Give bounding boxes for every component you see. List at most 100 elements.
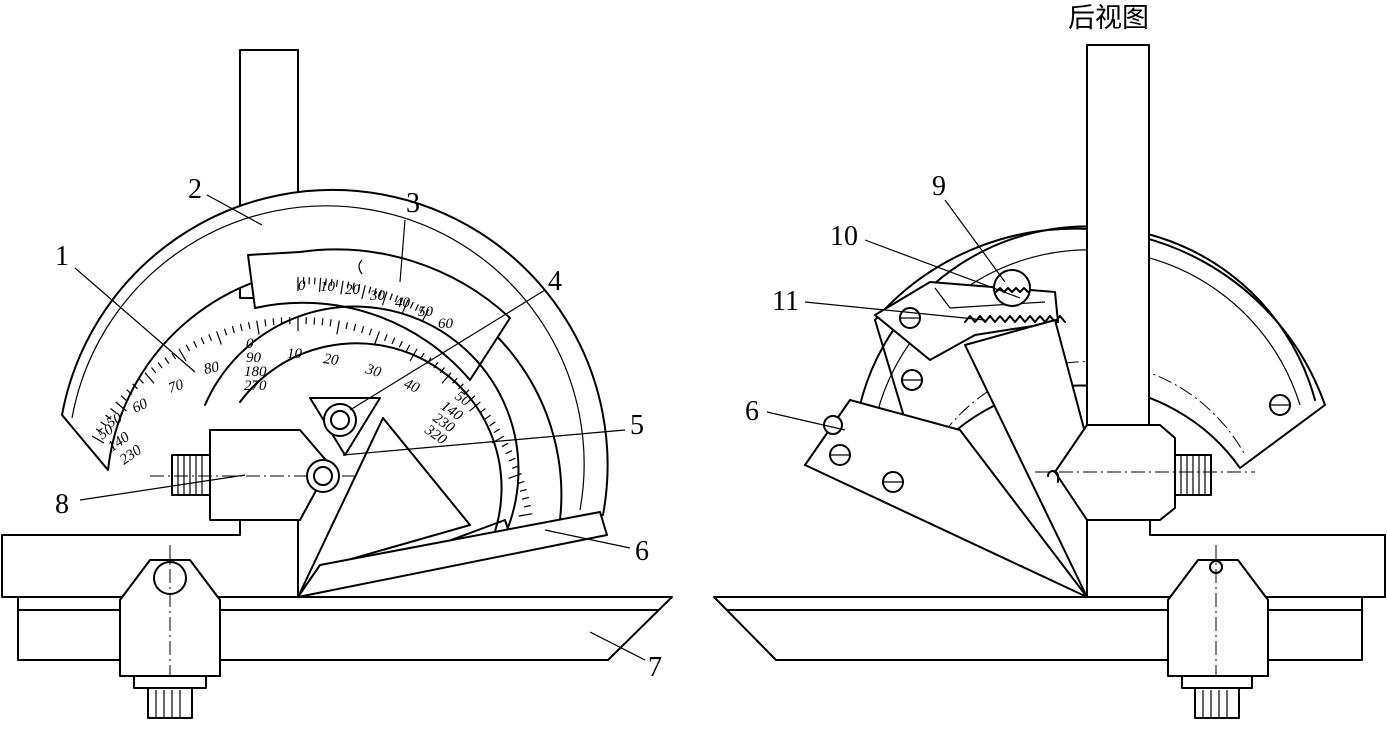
scale-tick	[523, 504, 531, 508]
scale-tick	[247, 322, 251, 330]
scale-tick	[178, 348, 187, 362]
scale-tick	[115, 401, 127, 412]
scale-tick	[100, 421, 107, 427]
straight-edge	[297, 511, 608, 598]
scale-tick	[126, 389, 133, 395]
callout-10: 10	[830, 221, 858, 252]
scale-tick	[414, 304, 419, 311]
scale-tick	[132, 383, 138, 390]
scale-tick	[321, 318, 324, 326]
view-title: 后视图	[1068, 3, 1149, 34]
back-view	[713, 44, 1386, 719]
vernier-plate	[247, 248, 511, 381]
vernier-num: 60	[438, 316, 454, 332]
scale-tick	[357, 283, 361, 291]
callout-2: 2	[188, 174, 202, 205]
scale-tick	[164, 357, 170, 364]
scale-tick	[489, 421, 496, 427]
scale-tick	[402, 299, 409, 313]
scale-tick	[346, 281, 350, 289]
scale-tick	[324, 278, 327, 286]
scale-tick	[361, 285, 366, 299]
scale-num: 10	[287, 346, 303, 362]
scale-tick	[231, 326, 235, 334]
scale-tick	[193, 340, 198, 348]
scale-num: 90	[246, 350, 262, 366]
gear-rack	[964, 315, 1066, 323]
leader-lines	[74, 194, 1021, 661]
scale-tick	[361, 326, 365, 334]
scale-tick	[368, 286, 372, 294]
scale-tick	[368, 328, 373, 336]
scale-tick	[216, 331, 222, 345]
scale-tick	[185, 344, 191, 352]
callout-5: 5	[630, 410, 644, 441]
vernier-num: 30	[369, 288, 386, 304]
scale-tick	[208, 334, 213, 342]
scale-tick	[340, 280, 344, 295]
scale-num: 270	[244, 378, 267, 394]
scale-tick	[383, 334, 388, 342]
scale-tick	[373, 288, 377, 296]
vernier-ticks	[297, 277, 430, 323]
scale-tick	[171, 352, 177, 360]
callout-8: 8	[55, 489, 69, 520]
scale-tick	[120, 395, 127, 401]
scale-num: 80	[203, 359, 221, 378]
scale-tick	[505, 450, 513, 455]
locking-block	[209, 429, 331, 521]
scale-tick	[352, 282, 355, 290]
scale-tick	[519, 488, 527, 492]
front-view	[1, 49, 673, 719]
back-straight-edge	[804, 399, 1088, 598]
scale-num: 180	[244, 364, 267, 380]
callout-6: 6	[635, 536, 649, 567]
vernier-numbers: 0 10 20 30 40 50 60	[298, 278, 454, 332]
scale-tick	[353, 323, 357, 332]
scale-tick	[272, 318, 275, 326]
scale-num: 40	[401, 376, 422, 397]
callout-labels: 2 1 3 4 5 6 7 8 6 9 10 11 后视图	[55, 3, 1149, 683]
scale-tick	[264, 319, 267, 327]
scale-tick	[200, 337, 205, 345]
callout-4: 4	[548, 266, 562, 297]
scale-tick	[469, 401, 481, 412]
scale-num: 60	[130, 396, 151, 417]
pivot-screw	[323, 403, 357, 437]
main-scale-ticks	[91, 317, 533, 517]
scale-tick	[463, 389, 470, 395]
scale-num: 70	[166, 377, 186, 397]
scale-tick	[105, 414, 112, 420]
scale-tick	[441, 372, 452, 384]
scale-tick	[330, 278, 333, 287]
scale-tick	[518, 513, 533, 517]
scale-tick	[318, 277, 322, 292]
inner-arc	[204, 305, 520, 536]
scale-tick	[391, 337, 396, 345]
back-square-blade	[1086, 44, 1150, 426]
scale-tick	[150, 367, 157, 374]
scale-tick	[374, 331, 380, 345]
scale-tick	[335, 279, 339, 287]
scale-tick	[336, 320, 340, 335]
scale-tick	[381, 291, 388, 306]
callout-11: 11	[772, 286, 799, 317]
callout-7: 7	[648, 652, 662, 683]
scale-tick	[389, 293, 393, 301]
vernier-num: 50	[418, 304, 434, 320]
callout-3: 3	[406, 188, 420, 219]
base-ruler	[17, 596, 673, 661]
scale-tick	[398, 340, 403, 348]
scale-tick	[521, 496, 530, 500]
callout-back-6: 6	[745, 396, 759, 427]
scale-tick	[394, 295, 399, 303]
scale-tick	[157, 362, 163, 369]
scale-tick	[95, 428, 103, 434]
scale-tick	[405, 344, 411, 352]
callout-1: 1	[55, 241, 69, 272]
vernier-num: 0	[298, 278, 306, 294]
scale-tick	[223, 328, 228, 336]
main-scale-sector	[61, 188, 609, 521]
scale-tick	[501, 442, 509, 448]
scale-tick	[110, 407, 117, 414]
